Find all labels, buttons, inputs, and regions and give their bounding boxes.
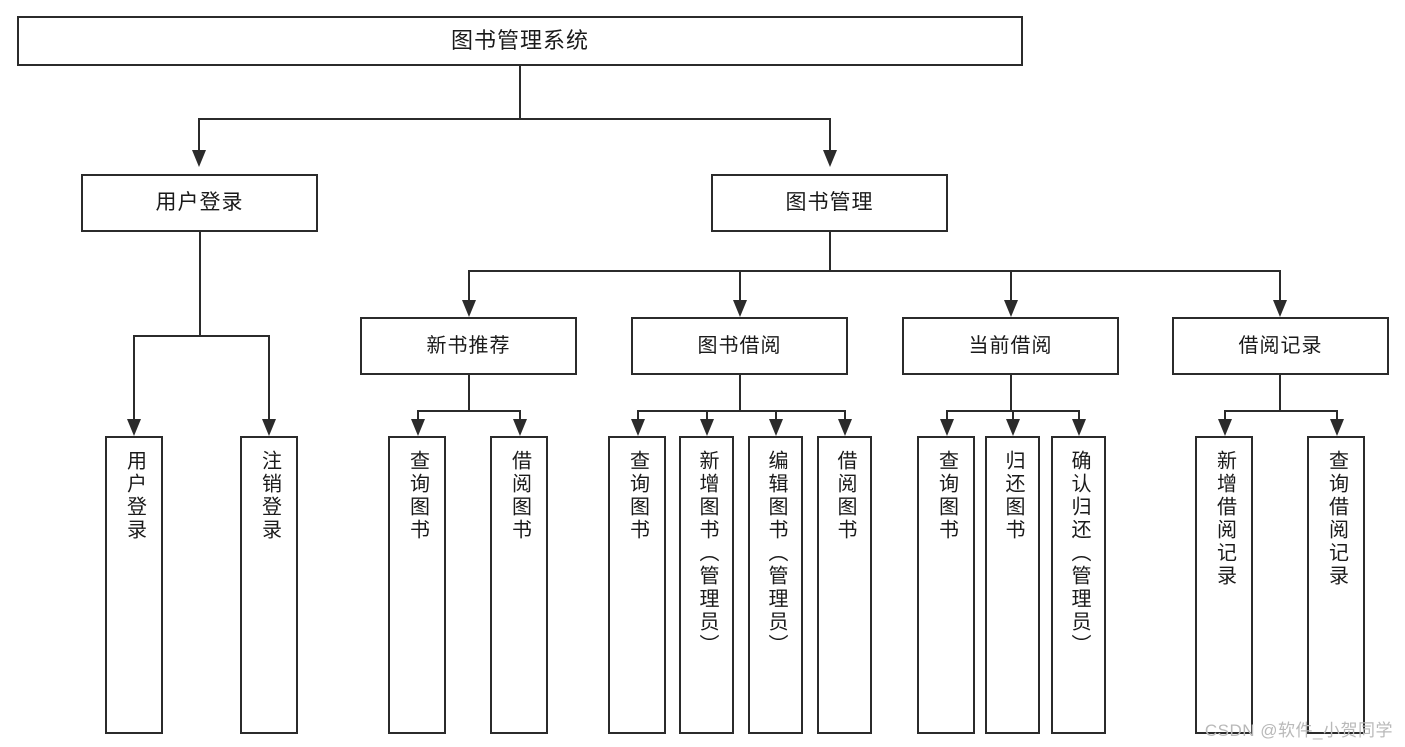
connector-level3-drop-1: [739, 270, 741, 300]
leaf-user-login-login[interactable]: 用户登录: [105, 436, 163, 734]
arrowhead-new-book-1: [513, 419, 527, 436]
connector-user-login-drop-0: [133, 335, 135, 419]
watermark-text: CSDN @软件_小贺同学: [1204, 721, 1393, 740]
node-label: 图书管理: [785, 190, 874, 214]
arrowhead-current-borrow-1: [1006, 419, 1020, 436]
connector-book-borrow-drop-2: [775, 410, 777, 419]
connector-root-drop-left: [198, 118, 200, 150]
connector-current-borrow-drop-1: [1012, 410, 1014, 419]
node-label: 新书推荐: [426, 334, 511, 357]
connector-new-book-stem: [468, 375, 470, 410]
arrowhead-book-borrow-0: [631, 419, 645, 436]
node-book-borrow[interactable]: 图书借阅: [631, 317, 848, 375]
node-current-borrow[interactable]: 当前借阅: [902, 317, 1119, 375]
connector-borrow-record-stem: [1279, 375, 1281, 410]
connector-new-book-drop-1: [519, 410, 521, 419]
leaf-book-borrow-add[interactable]: 新增图书（管理员）: [679, 436, 734, 734]
node-label: 借阅图书: [508, 450, 531, 542]
connector-user-login-drop-1: [268, 335, 270, 419]
node-label: 图书借阅: [697, 334, 782, 357]
arrowhead-to-book-manage: [823, 150, 837, 167]
node-borrow-record[interactable]: 借阅记录: [1172, 317, 1389, 375]
leaf-current-borrow-confirm[interactable]: 确认归还（管理员）: [1051, 436, 1106, 734]
arrowhead-current-borrow-2: [1072, 419, 1086, 436]
node-root-system[interactable]: 图书管理系统: [17, 16, 1023, 66]
connector-root-bus: [198, 118, 830, 120]
leaf-borrow-record-add[interactable]: 新增借阅记录: [1195, 436, 1253, 734]
connector-borrow-record-drop-1: [1336, 410, 1338, 419]
leaf-new-book-query[interactable]: 查询图书: [388, 436, 446, 734]
node-book-manage[interactable]: 图书管理: [711, 174, 948, 232]
connector-borrow-record-drop-0: [1224, 410, 1226, 419]
arrowhead-to-book-borrow: [733, 300, 747, 317]
leaf-book-borrow-borrow[interactable]: 借阅图书: [817, 436, 872, 734]
connector-user-login-stem: [199, 232, 201, 335]
arrowhead-to-borrow-record: [1273, 300, 1287, 317]
leaf-user-login-logout[interactable]: 注销登录: [240, 436, 298, 734]
node-label: 查询图书: [626, 450, 649, 542]
connector-book-borrow-drop-1: [706, 410, 708, 419]
arrowhead-book-borrow-2: [769, 419, 783, 436]
node-label: 用户登录: [123, 450, 146, 542]
node-label: 归还图书: [1002, 450, 1024, 542]
node-label: 当前借阅: [968, 334, 1053, 357]
arrowhead-new-book-0: [411, 419, 425, 436]
connector-book-borrow-stem: [739, 375, 741, 410]
node-label: 查询图书: [406, 450, 429, 542]
connector-book-borrow-drop-3: [844, 410, 846, 419]
node-label: 用户登录: [155, 190, 244, 214]
arrowhead-to-new-book: [462, 300, 476, 317]
arrowhead-book-borrow-1: [700, 419, 714, 436]
node-label: 编辑图书（管理员）: [765, 450, 787, 657]
arrowhead-to-user-login: [192, 150, 206, 167]
connector-new-book-drop-0: [417, 410, 419, 419]
node-label: 图书管理系统: [450, 28, 589, 54]
node-label: 新增图书（管理员）: [696, 450, 718, 657]
connector-root-drop-right: [829, 118, 831, 150]
leaf-borrow-record-query[interactable]: 查询借阅记录: [1307, 436, 1365, 734]
connector-current-borrow-drop-0: [946, 410, 948, 419]
node-label: 确认归还（管理员）: [1068, 450, 1090, 657]
connector-current-borrow-drop-2: [1078, 410, 1080, 419]
node-label: 查询借阅记录: [1325, 450, 1348, 588]
node-label: 注销登录: [258, 450, 281, 542]
connector-user-login-bus: [133, 335, 268, 337]
node-label: 借阅图书: [834, 450, 856, 542]
arrowhead-book-borrow-3: [838, 419, 852, 436]
node-user-login[interactable]: 用户登录: [81, 174, 318, 232]
leaf-current-borrow-query[interactable]: 查询图书: [917, 436, 975, 734]
leaf-book-borrow-query[interactable]: 查询图书: [608, 436, 666, 734]
connector-book-borrow-drop-0: [637, 410, 639, 419]
node-label: 新增借阅记录: [1213, 450, 1236, 588]
arrowhead-borrow-record-0: [1218, 419, 1232, 436]
connector-level3-drop-3: [1279, 270, 1281, 300]
connector-current-borrow-stem: [1010, 375, 1012, 410]
node-new-book-recommend[interactable]: 新书推荐: [360, 317, 577, 375]
arrowhead-user-login-0: [127, 419, 141, 436]
connector-new-book-bus: [417, 410, 519, 412]
connector-root-stem: [519, 66, 521, 118]
node-label: 查询图书: [935, 450, 958, 542]
arrowhead-user-login-1: [262, 419, 276, 436]
connector-level3-drop-0: [468, 270, 470, 300]
node-label: 借阅记录: [1238, 334, 1323, 357]
connector-borrow-record-bus: [1224, 410, 1336, 412]
connector-level3-drop-2: [1010, 270, 1012, 300]
connector-book-borrow-bus: [637, 410, 844, 412]
connector-level3-bus: [468, 270, 1279, 272]
leaf-new-book-borrow[interactable]: 借阅图书: [490, 436, 548, 734]
leaf-current-borrow-return[interactable]: 归还图书: [985, 436, 1040, 734]
arrowhead-borrow-record-1: [1330, 419, 1344, 436]
connector-book-manage-stem: [829, 232, 831, 270]
arrowhead-current-borrow-0: [940, 419, 954, 436]
arrowhead-to-current-borrow: [1004, 300, 1018, 317]
leaf-book-borrow-edit[interactable]: 编辑图书（管理员）: [748, 436, 803, 734]
